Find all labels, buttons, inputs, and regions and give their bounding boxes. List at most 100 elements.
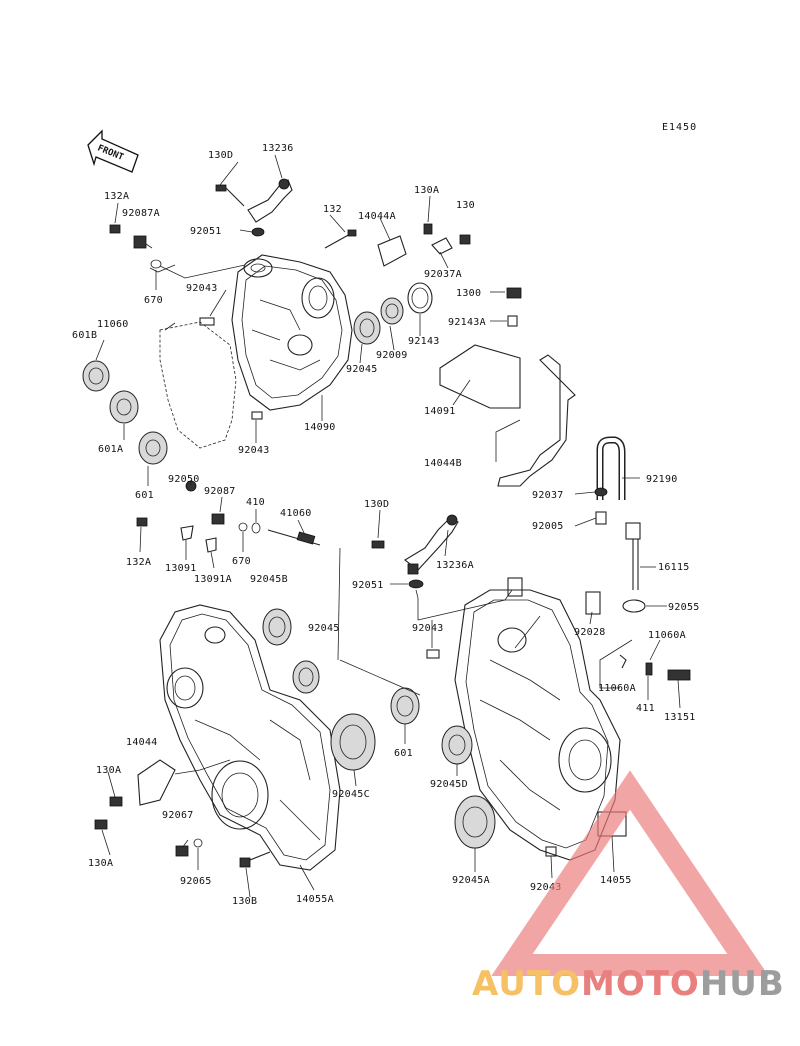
diagram-code: E1450: [662, 122, 697, 133]
label-14044a: 14044A: [358, 211, 396, 222]
washer-410-icon: [251, 522, 261, 534]
label-92051-mid: 92051: [352, 580, 384, 591]
bearing-92045b-drawing: [262, 608, 292, 646]
label-130a-bl: 130A: [96, 765, 121, 776]
clamp-92037-icon: [594, 487, 608, 497]
bolt-132a-mid-icon: [136, 517, 148, 527]
label-92190: 92190: [646, 474, 678, 485]
label-670-mid: 670: [232, 556, 251, 567]
bearing-92045d-drawing: [441, 725, 473, 765]
bolt-130a-bl-icon: [109, 796, 123, 807]
pin-92043-right-icon: [426, 649, 440, 659]
gasket-11060-drawing: [159, 321, 237, 449]
seal-601a-drawing: [109, 390, 139, 424]
bolt-130a-bl2-icon: [94, 819, 108, 830]
label-1300: 1300: [456, 288, 481, 299]
bolt-132a-top-icon: [109, 224, 121, 234]
seal-601-drawing: [138, 431, 168, 465]
right-crankcase-drawing: [454, 577, 627, 861]
bracket-14044-drawing: [137, 759, 176, 806]
clip-92037a-icon: [431, 237, 453, 255]
label-92005: 92005: [532, 521, 564, 532]
label-601b: 601B: [72, 330, 97, 341]
watermark-auto: AUTO: [472, 964, 581, 1004]
pin-92043-top-icon: [199, 317, 215, 326]
label-92043-right: 92043: [412, 623, 444, 634]
fitting-92005-icon: [595, 511, 607, 525]
bolt-130d-mid-icon: [371, 540, 385, 549]
label-14044b: 14044B: [424, 458, 462, 469]
warning-triangle-icon: [491, 770, 769, 976]
hose-92190-drawing: [598, 438, 624, 500]
oring-92055-icon: [622, 599, 646, 613]
label-14055a: 14055A: [296, 894, 334, 905]
label-92045b: 92045B: [250, 574, 288, 585]
washer-92051-top-icon: [251, 227, 265, 237]
label-130b: 130B: [232, 896, 257, 907]
seal-92009-drawing: [380, 297, 404, 325]
washer-92065-icon: [193, 838, 203, 848]
label-92067: 92067: [162, 810, 194, 821]
bearing-92045-mid-drawing: [292, 660, 320, 694]
lever-13236a-drawing: [404, 514, 459, 575]
label-14055: 14055: [600, 875, 632, 886]
label-92055: 92055: [668, 602, 700, 613]
bolt-130a-top-icon: [423, 223, 433, 235]
label-92050: 92050: [168, 474, 200, 485]
label-16115: 16115: [658, 562, 690, 573]
bracket-14044b-drawing: [497, 354, 576, 487]
upper-cover-drawing: [231, 254, 353, 411]
label-13091: 13091: [165, 563, 197, 574]
bearing-92045a-drawing: [454, 795, 496, 849]
plate-13091a-icon: [205, 537, 217, 553]
label-130d-top: 130D: [208, 150, 233, 161]
oring-670-mid-icon: [238, 522, 248, 532]
bearing-92045-top-drawing: [353, 311, 381, 345]
label-14091: 14091: [424, 406, 456, 417]
fitting-92087a-icon: [133, 235, 147, 249]
label-11060: 11060: [97, 319, 129, 330]
watermark: AUTOMOTOHUB: [472, 770, 784, 1004]
label-13236: 13236: [262, 143, 294, 154]
label-11060a-r2: 11060A: [598, 683, 636, 694]
label-92028: 92028: [574, 627, 606, 638]
seal-601b-drawing: [82, 360, 110, 392]
label-130a-top: 130A: [414, 185, 439, 196]
label-92045d: 92045D: [430, 779, 468, 790]
oring-670-top-icon: [150, 259, 162, 269]
plate-13091-icon: [180, 525, 194, 541]
label-92087: 92087: [204, 486, 236, 497]
label-92143a: 92143A: [448, 317, 486, 328]
cover-14091-drawing: [439, 344, 521, 409]
switch-13151-icon: [667, 669, 691, 681]
fitting-92087-icon: [211, 513, 225, 525]
left-crankcase-drawing: [159, 604, 341, 871]
label-92043-bot: 92043: [530, 882, 562, 893]
bolt-132-icon: [324, 232, 353, 249]
pin-92043-mid-icon: [251, 411, 263, 420]
part-labels: 130D 13236 132A 92087A 92051 132 14044A …: [72, 143, 700, 907]
label-130d-mid: 130D: [364, 499, 389, 510]
lever-13236-drawing: [247, 178, 293, 223]
washer-92051-mid-icon: [408, 579, 424, 589]
label-92037: 92037: [532, 490, 564, 501]
bracket-14044a-drawing: [377, 235, 407, 267]
ring-92143-drawing: [407, 282, 433, 314]
label-132a-mid: 132A: [126, 557, 151, 568]
bolt-130-icon: [459, 234, 471, 245]
label-92087a: 92087A: [122, 208, 160, 219]
bolt-130d-top-icon: [215, 184, 227, 192]
label-92045-mid: 92045: [308, 623, 340, 634]
label-14090: 14090: [304, 422, 336, 433]
label-130a-bl2: 130A: [88, 858, 113, 869]
watermark-moto: MOTO: [581, 964, 700, 1004]
label-92043-mid: 92043: [238, 445, 270, 456]
label-92051-top: 92051: [190, 226, 222, 237]
label-92045a: 92045A: [452, 875, 490, 886]
label-410: 410: [246, 497, 265, 508]
collar-92143a-icon: [507, 315, 518, 327]
label-41060: 41060: [280, 508, 312, 519]
shaft-41060-drawing: [267, 529, 321, 546]
label-670-top: 670: [144, 295, 163, 306]
